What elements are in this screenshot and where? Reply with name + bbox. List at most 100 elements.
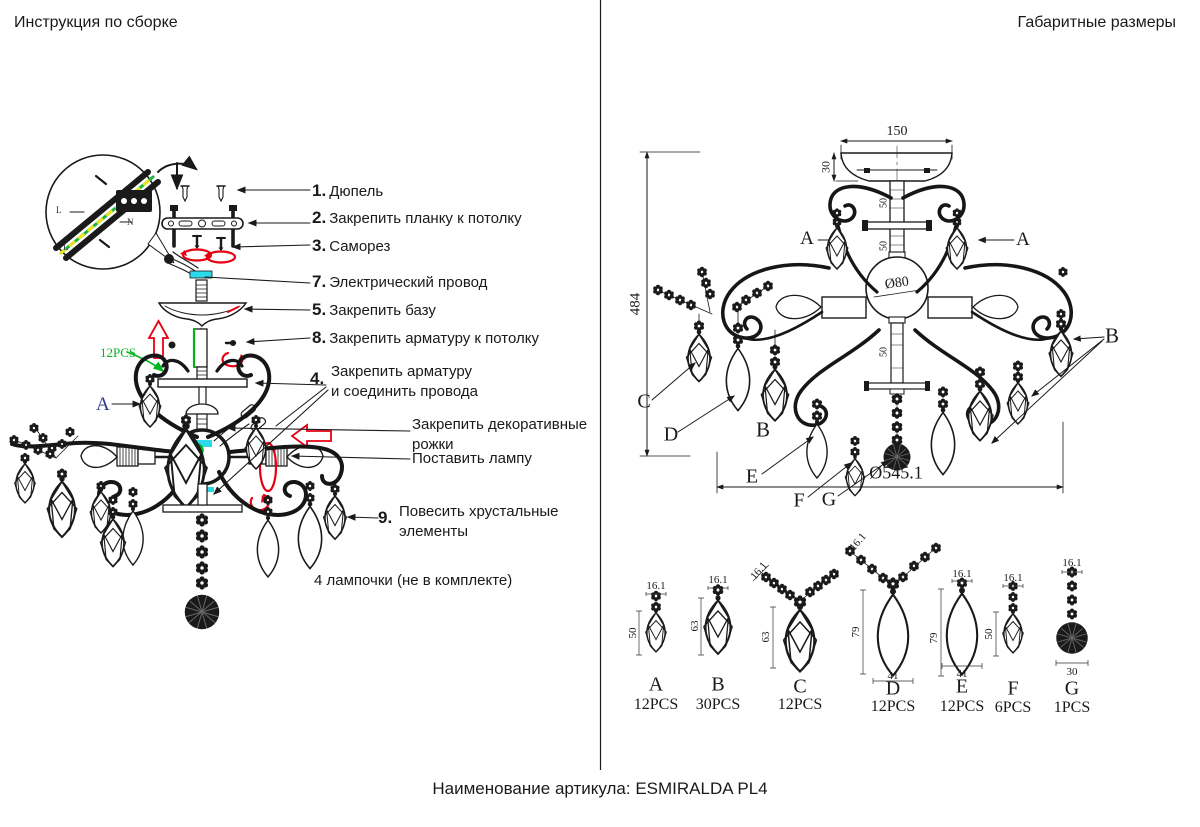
- step-5: 5.Закрепить базу: [312, 300, 436, 320]
- step-4-line2: и соединить провода: [331, 383, 478, 400]
- dim-rod-lower: 50: [878, 347, 890, 357]
- step-2: 2.Закрепить планку к потолку: [312, 208, 522, 228]
- part-g-letter: G: [1064, 677, 1080, 700]
- right-dimension-drawing: [639, 138, 1105, 498]
- part-f-width: 16.1: [1003, 572, 1023, 584]
- qty-12pcs-label: 12PCS: [100, 345, 137, 360]
- part-a-letter: A: [648, 673, 664, 696]
- step-4-number: 4.: [310, 369, 325, 388]
- inset-label-l: L: [56, 205, 62, 215]
- part-d-count: 12PCS: [870, 698, 916, 715]
- step-3: 3.Саморез: [312, 236, 390, 256]
- hanging-crystals: [653, 208, 1074, 497]
- crystal-elements: [9, 374, 348, 630]
- part-E-figure: [938, 577, 983, 677]
- callout-b-right: B: [1104, 323, 1120, 348]
- step-2-number: 2.: [312, 208, 327, 227]
- step-5-number: 5.: [312, 300, 327, 319]
- callout-a-left: A: [800, 228, 814, 249]
- part-d-letter: D: [885, 677, 901, 700]
- stem-and-ball: [862, 180, 932, 395]
- step-5-text: Закрепить базу: [329, 302, 436, 319]
- part-b-height: 63: [689, 620, 701, 632]
- callout-f: F: [793, 489, 805, 512]
- step-3-text: Саморез: [329, 238, 391, 255]
- callout-e: E: [745, 465, 759, 488]
- callout-d: D: [663, 423, 679, 446]
- step-1-number: 1.: [312, 181, 327, 200]
- part-C-figure: [752, 564, 839, 673]
- label-install-lamp: Поставить лампу: [412, 450, 532, 467]
- left-assembly-drawing: [9, 154, 411, 630]
- inset-label-n: N: [127, 217, 134, 227]
- part-callout-leaders: [651, 236, 1105, 498]
- dim-canopy-height: 30: [818, 161, 833, 173]
- red-rotation-ellipse: [258, 441, 278, 493]
- part-f-count: 6PCS: [994, 699, 1032, 716]
- step-9-number: 9.: [378, 508, 393, 527]
- part-e-width: 16.1: [952, 568, 972, 580]
- threaded-nipple: [168, 327, 246, 369]
- part-c-count: 12PCS: [777, 696, 823, 713]
- electrical-wire: [164, 251, 213, 279]
- cyan-highlight-top: [191, 440, 212, 447]
- step-2-text: Закрепить планку к потолку: [329, 210, 522, 227]
- canopy-base: [157, 302, 248, 328]
- part-f-letter: F: [1007, 677, 1019, 700]
- qty-leader-line: [126, 351, 165, 373]
- step-1-text: Дюпель: [329, 183, 384, 200]
- wiring-inset-circle: [45, 154, 198, 270]
- step-9-text: Повесить хрустальные элементы: [399, 503, 559, 540]
- step-3-number: 3.: [312, 236, 327, 255]
- ceiling-hardware: [161, 185, 244, 302]
- article-name: Наименование артикула: ESMIRALDA PL4: [432, 779, 768, 798]
- left-panel-title: Инструкция по сборке: [14, 14, 178, 31]
- callout-c: C: [637, 390, 651, 413]
- part-f-height: 50: [983, 628, 995, 640]
- part-c-height: 63: [760, 631, 772, 643]
- callout-leader-lines: [111, 186, 411, 521]
- step-4-text: Закрепить арматуру и соединить провода: [331, 362, 478, 402]
- dim-rod-upper: 50: [878, 198, 890, 208]
- part-g-count: 1PCS: [1053, 699, 1091, 716]
- dim-top-width: 150: [886, 124, 908, 139]
- dim-overall-diameter: Ø545.1: [869, 462, 923, 483]
- part-d-bottom-width: 41: [887, 670, 899, 682]
- part-g-width: 16.1: [1062, 557, 1082, 569]
- part-e-count: 12PCS: [939, 698, 985, 715]
- step-8-text: Закрепить арматуру к потолку: [329, 330, 539, 347]
- step-7: 7.Электрический провод: [312, 272, 487, 292]
- right-panel-title: Габаритные размеры: [1017, 14, 1176, 31]
- part-e-bottom-width: 41: [956, 668, 968, 680]
- crystal-parts-table: [636, 542, 1089, 684]
- part-d-height: 79: [850, 626, 862, 638]
- central-column: [157, 366, 248, 441]
- canopy: [840, 152, 953, 182]
- part-e-height: 79: [928, 632, 940, 644]
- part-A-figure: [636, 590, 668, 656]
- step-8: 8.Закрепить арматуру к потолку: [312, 328, 539, 348]
- note-bulbs: 4 лампочки (не в комплекте): [314, 572, 513, 589]
- inset-label-l2: L: [63, 242, 69, 252]
- part-a-width: 16.1: [646, 580, 666, 592]
- dim-total-height: 484: [627, 292, 644, 316]
- callout-b-under: B: [755, 417, 771, 442]
- callout-g: G: [821, 488, 837, 511]
- wire-connector-highlight: [189, 270, 213, 279]
- callout-a-right: A: [1016, 229, 1030, 250]
- step-4-line1: Закрепить арматуру: [331, 363, 473, 380]
- part-c-letter: C: [793, 675, 807, 698]
- step-7-number: 7.: [312, 272, 327, 291]
- part-G-figure: [1055, 566, 1089, 666]
- red-left-arrow: [290, 423, 332, 449]
- part-b-width: 16.1: [708, 574, 728, 586]
- part-D-figure: [845, 542, 941, 684]
- dim-rod-mid: 50: [878, 241, 890, 251]
- step-8-number: 8.: [312, 328, 327, 347]
- part-F-figure: [993, 581, 1025, 657]
- part-b-letter: B: [711, 673, 725, 696]
- step-1: 1.Дюпель: [312, 181, 383, 201]
- step-7-text: Электрический провод: [329, 274, 488, 291]
- arms-and-bulbs: [775, 294, 1019, 320]
